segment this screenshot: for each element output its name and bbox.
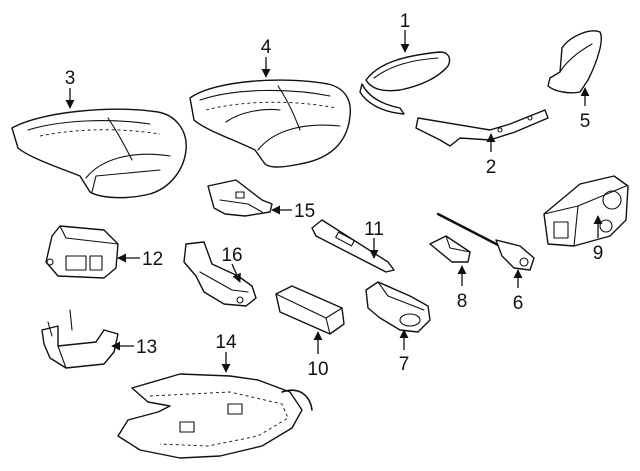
callout-16: 16 xyxy=(221,245,242,266)
callout-4: 4 xyxy=(261,37,272,58)
callout-leaders xyxy=(65,30,603,373)
part-2-frame-rail[interactable] xyxy=(415,109,549,147)
callout-labels: 1 2 3 4 5 6 7 8 9 10 11 12 13 14 15 16 xyxy=(65,11,604,380)
callout-7: 7 xyxy=(399,354,410,375)
part-9-adjuster-mechanism[interactable] xyxy=(543,175,629,247)
part-12-control-module[interactable] xyxy=(45,225,119,279)
part-10-module[interactable] xyxy=(275,285,345,335)
callout-6: 6 xyxy=(513,293,524,314)
part-14-seat-heater-mat[interactable] xyxy=(117,373,313,459)
part-6-adjuster-cable[interactable] xyxy=(436,212,535,271)
callout-1: 1 xyxy=(400,11,411,32)
callout-12: 12 xyxy=(142,249,163,270)
callout-13: 13 xyxy=(136,337,157,358)
callout-9: 9 xyxy=(593,243,604,264)
callout-3: 3 xyxy=(65,68,76,89)
callout-11: 11 xyxy=(364,219,384,240)
callout-2: 2 xyxy=(486,157,497,178)
part-13-mounting-bracket[interactable] xyxy=(41,309,119,369)
part-7-motor[interactable] xyxy=(365,281,431,333)
callout-8: 8 xyxy=(457,291,468,312)
part-11-sensor-strip[interactable] xyxy=(311,219,395,273)
part-8-clip[interactable] xyxy=(429,235,471,263)
part-5-side-shield[interactable] xyxy=(547,30,602,94)
callout-15: 15 xyxy=(294,201,315,222)
part-3-seat-cushion-cover[interactable] xyxy=(11,108,187,199)
callout-14: 14 xyxy=(215,332,237,353)
part-1-trim-panel[interactable] xyxy=(359,51,451,115)
part-15-bracket[interactable] xyxy=(207,179,273,217)
callout-5: 5 xyxy=(580,111,591,132)
part-16-bracket[interactable] xyxy=(183,241,257,307)
part-4-seat-back-cover[interactable] xyxy=(189,79,352,168)
callout-10: 10 xyxy=(307,359,328,380)
